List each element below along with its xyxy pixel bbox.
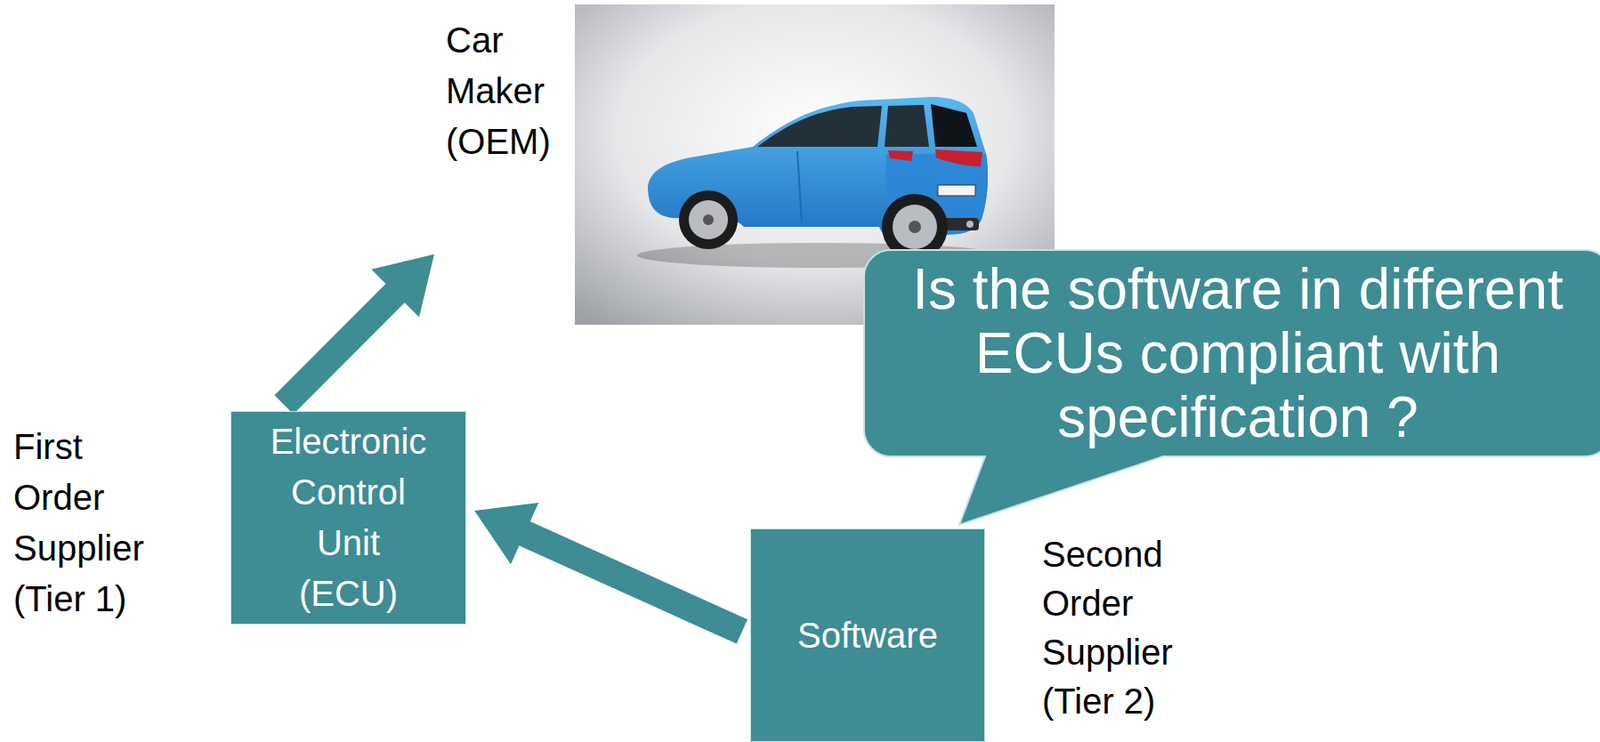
- car-rim: [892, 204, 938, 250]
- supplier-label: First Order Supplier (Tier 1): [13, 421, 165, 625]
- box-text: Software: [778, 610, 957, 662]
- car-tire: [678, 190, 738, 250]
- process-box: SoftwareSecond Order Supplier (Tier 2): [750, 528, 986, 742]
- car-exhaust: [966, 220, 974, 228]
- callout-shape: [864, 250, 1600, 526]
- car-door-line: [797, 151, 802, 223]
- callout-bubble: Is the software in different ECUs compli…: [864, 250, 1600, 457]
- car-plate: [937, 185, 976, 196]
- supplier-label: Second Order Supplier (Tier 2): [1042, 530, 1194, 727]
- car-hub: [908, 220, 922, 234]
- callout-text: Is the software in different ECUs compli…: [890, 257, 1585, 450]
- car-tail-light: [935, 149, 983, 167]
- arrow-shaft: [523, 533, 743, 632]
- arrow-head: [371, 254, 435, 318]
- block-arrow: [283, 254, 435, 405]
- block-arrow: [474, 502, 743, 632]
- car-rim: [688, 200, 728, 240]
- car-hub: [703, 214, 714, 226]
- car-tail-light: [888, 150, 914, 162]
- arrow-shaft: [283, 291, 396, 405]
- box-text: Electronic Control Unit (ECU): [266, 416, 431, 620]
- process-box: First Order Supplier (Tier 1)Electronic …: [230, 411, 467, 625]
- car-side-window: [757, 105, 882, 147]
- car-rear-window: [930, 104, 978, 147]
- arrow-head: [474, 502, 539, 565]
- node-heading: Car Maker (OEM): [445, 15, 580, 168]
- car-side-window: [884, 105, 930, 147]
